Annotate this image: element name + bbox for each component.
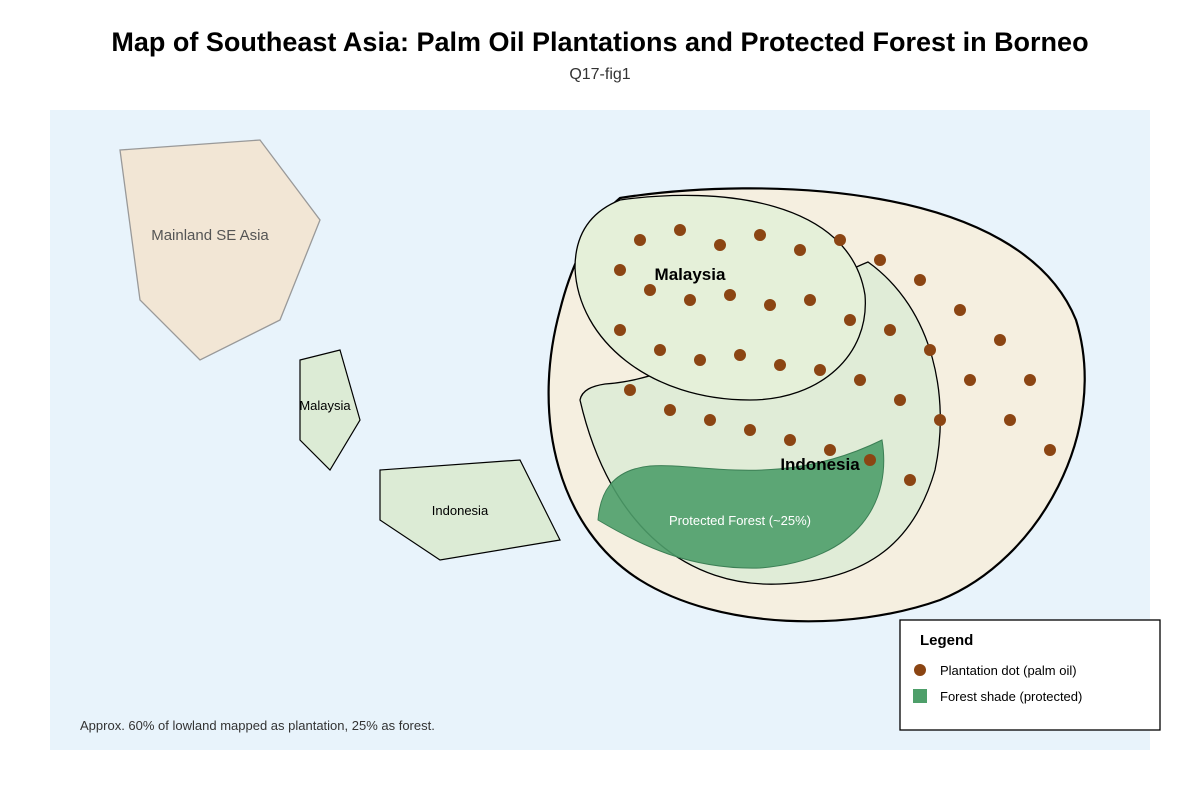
plantation-dot xyxy=(814,364,826,376)
legend-box xyxy=(899,619,1161,731)
protected-forest-label: Protected Forest (~25%) xyxy=(669,513,811,528)
plantation-dot xyxy=(954,304,966,316)
plantation-dot xyxy=(724,289,736,301)
plantation-dot xyxy=(664,404,676,416)
sumatra-indonesia-label: Indonesia xyxy=(432,503,489,518)
map-subtitle: Q17-fig1 xyxy=(569,66,630,83)
borneo-indonesia-label: Indonesia xyxy=(780,455,860,474)
plantation-dot xyxy=(744,424,756,436)
plantation-dots xyxy=(614,224,1056,486)
plantation-dot xyxy=(794,244,806,256)
plantation-dot xyxy=(784,434,796,446)
peninsula-malaysia-label: Malaysia xyxy=(299,398,351,413)
protected-forest-area xyxy=(597,439,885,569)
plantation-dot xyxy=(1024,374,1036,386)
borneo-malaysia-label: Malaysia xyxy=(655,265,726,284)
peninsula-malaysia-region xyxy=(299,349,361,471)
plantation-dot xyxy=(854,374,866,386)
legend-forest-label: Forest shade (protected) xyxy=(940,689,1082,704)
plantation-dot xyxy=(924,344,936,356)
map-note: Approx. 60% of lowland mapped as plantat… xyxy=(80,718,435,733)
legend-plantation-symbol xyxy=(914,664,926,676)
sumatra-indonesia-region xyxy=(379,459,561,561)
plantation-dot xyxy=(644,284,656,296)
plantation-dot xyxy=(864,454,876,466)
plantation-dot xyxy=(754,229,766,241)
plantation-dot xyxy=(614,264,626,276)
plantation-dot xyxy=(994,334,1006,346)
plantation-dot xyxy=(964,374,976,386)
legend-title: Legend xyxy=(920,632,973,649)
plantation-dot xyxy=(934,414,946,426)
plantation-dot xyxy=(874,254,886,266)
legend-plantation-label: Plantation dot (palm oil) xyxy=(940,663,1077,678)
plantation-dot xyxy=(674,224,686,236)
plantation-dot xyxy=(734,349,746,361)
plantation-dot xyxy=(884,324,896,336)
plantation-dot xyxy=(914,274,926,286)
plantation-dot xyxy=(704,414,716,426)
plantation-dot xyxy=(634,234,646,246)
plantation-dot xyxy=(694,354,706,366)
plantation-dot xyxy=(614,324,626,336)
plantation-dot xyxy=(654,344,666,356)
mainland-region xyxy=(119,139,321,361)
plantation-dot xyxy=(764,299,776,311)
legend-forest-symbol xyxy=(913,689,927,703)
plantation-dot xyxy=(1044,444,1056,456)
plantation-dot xyxy=(1004,414,1016,426)
plantation-dot xyxy=(834,234,846,246)
plantation-dot xyxy=(804,294,816,306)
plantation-dot xyxy=(894,394,906,406)
plantation-dot xyxy=(684,294,696,306)
map-title: Map of Southeast Asia: Palm Oil Plantati… xyxy=(111,27,1088,57)
plantation-dot xyxy=(624,384,636,396)
plantation-dot xyxy=(824,444,836,456)
mainland-label: Mainland SE Asia xyxy=(151,227,269,244)
plantation-dot xyxy=(774,359,786,371)
plantation-dot xyxy=(844,314,856,326)
plantation-dot xyxy=(714,239,726,251)
plantation-dot xyxy=(904,474,916,486)
legend: Legend Plantation dot (palm oil) Forest … xyxy=(899,619,1161,731)
borneo-malaysia-region xyxy=(574,194,866,401)
